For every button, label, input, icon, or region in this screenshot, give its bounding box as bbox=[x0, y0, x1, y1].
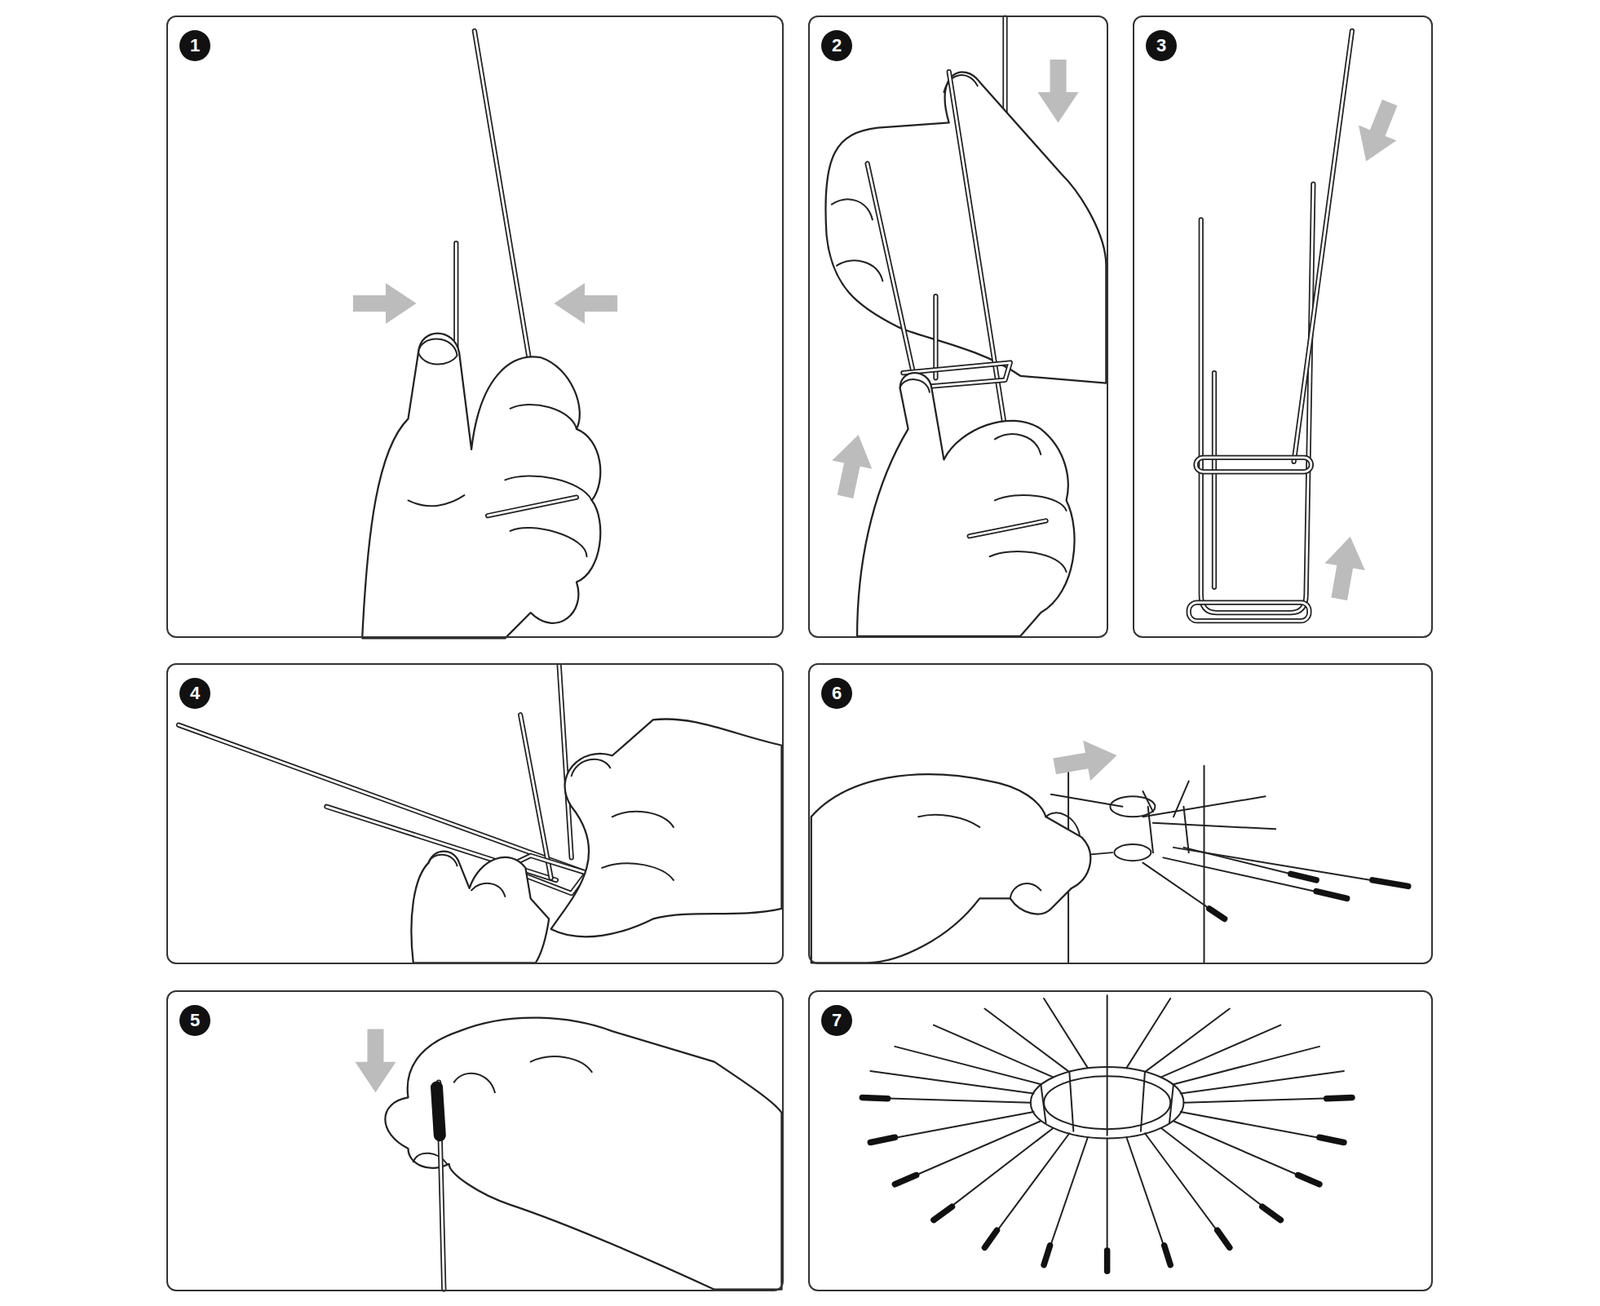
step-number-badge: 5 bbox=[179, 1004, 211, 1036]
step-number: 4 bbox=[190, 684, 200, 703]
step-panel: 4 bbox=[166, 662, 784, 964]
step-number-badge: 3 bbox=[1145, 30, 1177, 62]
step-number-badge: 1 bbox=[179, 30, 211, 62]
step-2-illustration bbox=[825, 17, 1106, 637]
step-7-illustration bbox=[861, 994, 1353, 1271]
step-panel: 2 bbox=[808, 15, 1109, 638]
step-number-badge: 6 bbox=[821, 677, 853, 709]
step-number-badge: 7 bbox=[821, 1004, 853, 1036]
step-5-illustration bbox=[354, 1017, 782, 1290]
step-number: 2 bbox=[831, 36, 842, 55]
step-number: 5 bbox=[190, 1011, 200, 1030]
step-number: 1 bbox=[190, 36, 200, 55]
step-panel: 5 bbox=[166, 990, 784, 1291]
step-1-illustration bbox=[353, 30, 618, 639]
step-number: 6 bbox=[831, 684, 842, 703]
step-4-illustration bbox=[178, 665, 783, 963]
step-number: 7 bbox=[831, 1011, 842, 1030]
step-3-illustration bbox=[1188, 30, 1410, 621]
step-number-badge: 2 bbox=[821, 30, 853, 62]
step-panel: 6 bbox=[808, 662, 1433, 964]
step-panel: 7 bbox=[808, 990, 1433, 1291]
step-panel: 3 bbox=[1132, 15, 1433, 638]
step-number-badge: 4 bbox=[179, 677, 211, 709]
step-panel: 1 bbox=[166, 15, 784, 638]
step-6-illustration bbox=[811, 734, 1409, 963]
step-number: 3 bbox=[1156, 36, 1167, 55]
